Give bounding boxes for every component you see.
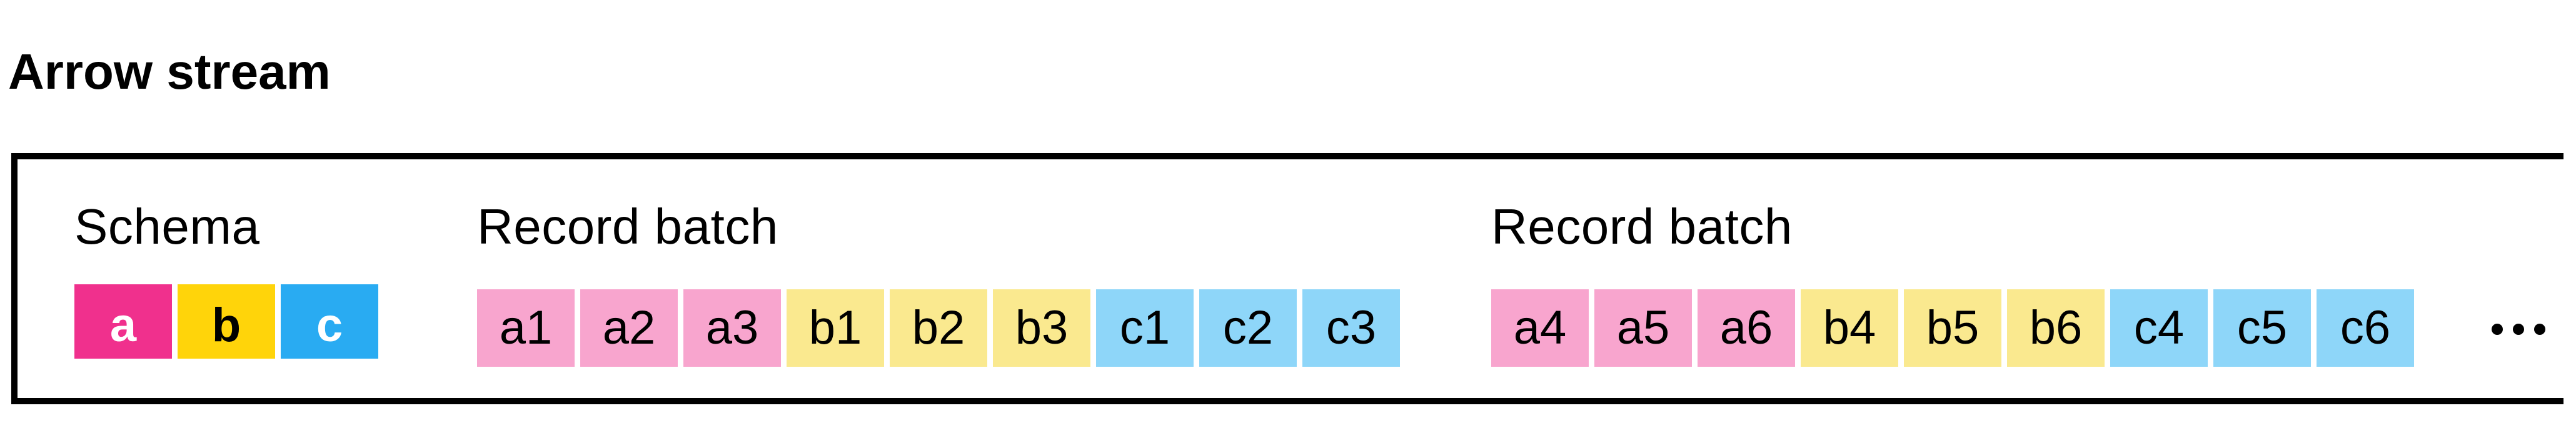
value-cell-b3: b3	[993, 289, 1090, 367]
record-batch-label: Record batch	[477, 199, 778, 254]
schema-field-cell-b: b	[178, 284, 275, 359]
schema-field-cell-a: a	[74, 284, 172, 359]
diagram-title: Arrow stream	[8, 44, 331, 99]
value-cell-b5: b5	[1904, 289, 2001, 367]
value-cell-b1: b1	[787, 289, 884, 367]
value-cell-c5: c5	[2213, 289, 2311, 367]
value-cell-b2: b2	[890, 289, 987, 367]
value-cell-a1: a1	[477, 289, 575, 367]
value-cell-b4: b4	[1801, 289, 1898, 367]
ellipsis-dot	[2534, 324, 2545, 335]
value-cell-a2: a2	[580, 289, 678, 367]
value-cell-a6: a6	[1698, 289, 1795, 367]
value-cell-a5: a5	[1594, 289, 1692, 367]
value-cell-c4: c4	[2110, 289, 2208, 367]
value-cell-b6: b6	[2007, 289, 2105, 367]
record-batch-label: Record batch	[1491, 199, 1793, 254]
value-cell-a3: a3	[683, 289, 781, 367]
value-cell-c6: c6	[2317, 289, 2414, 367]
schema-field-cell-c: c	[281, 284, 378, 359]
value-cell-c1: c1	[1096, 289, 1194, 367]
schema-label: Schema	[74, 199, 260, 254]
ellipsis-dot	[2513, 324, 2524, 335]
ellipsis-dot	[2492, 324, 2503, 335]
value-cell-c2: c2	[1199, 289, 1297, 367]
value-cell-c3: c3	[1302, 289, 1400, 367]
value-cell-a4: a4	[1491, 289, 1589, 367]
ellipsis-icon	[2492, 324, 2545, 335]
